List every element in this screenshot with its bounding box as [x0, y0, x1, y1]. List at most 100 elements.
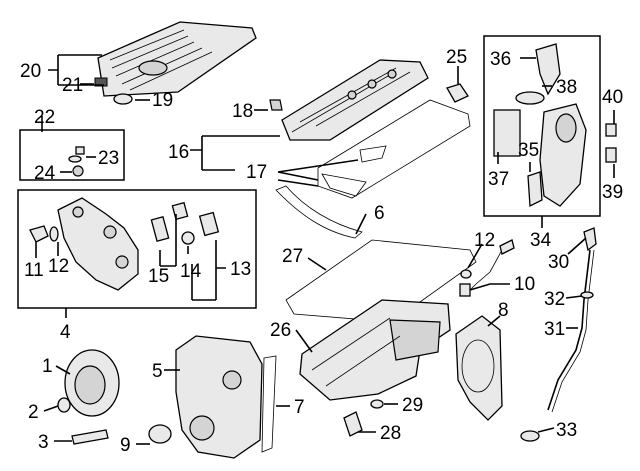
callout-17: 17 [246, 162, 267, 183]
seal-12 [49, 226, 59, 242]
callout-8: 8 [498, 300, 509, 321]
callout-2: 2 [28, 402, 39, 423]
crank-pulley [64, 349, 120, 417]
callout-6: 6 [374, 203, 385, 224]
callout-22: 22 [34, 107, 55, 128]
callout-39: 39 [602, 182, 623, 203]
oil-pan [299, 299, 451, 401]
timing-case [175, 335, 263, 459]
callout-11: 11 [24, 260, 44, 281]
timing-gasket-7 [261, 355, 277, 453]
tube-oring [520, 430, 540, 442]
callout-35: 35 [518, 140, 539, 161]
leader-16 [190, 135, 280, 171]
callout-28: 28 [380, 423, 401, 444]
vanos-unit [57, 197, 139, 291]
callout-18: 18 [232, 101, 253, 122]
callout-33: 33 [556, 420, 577, 441]
callout-21: 21 [62, 75, 83, 96]
callout-19: 19 [152, 90, 173, 111]
callout-9: 9 [120, 435, 131, 456]
leader-10 [469, 283, 510, 291]
oil-pan-gasket [285, 239, 477, 323]
sensor-wire [465, 249, 503, 295]
callout-30: 30 [548, 252, 569, 273]
filter-element-37 [493, 109, 521, 157]
upper-gasket [275, 185, 363, 239]
oring-38 [515, 91, 545, 105]
spark-plug-seals [359, 145, 387, 163]
plug-39 [605, 147, 617, 163]
bolt-40 [605, 123, 617, 137]
callout-12-right: 12 [474, 230, 495, 251]
spark-plug-seals-2 [321, 173, 367, 197]
callout-32: 32 [544, 289, 565, 310]
callout-15: 15 [148, 266, 169, 287]
callout-10: 10 [514, 274, 535, 295]
filter-cap-36 [535, 43, 561, 96]
callout-20: 20 [20, 61, 41, 82]
gasket-35 [527, 171, 543, 208]
leader-13 [191, 240, 226, 301]
leader-12b [467, 243, 483, 269]
callout-14: 14 [180, 261, 202, 282]
callout-7: 7 [294, 397, 305, 418]
drain-plug [343, 411, 363, 437]
leader-32 [565, 295, 583, 299]
callout-3: 3 [38, 432, 49, 453]
spring-15b [171, 201, 189, 221]
seal-14 [181, 231, 195, 245]
filter-housing [539, 103, 587, 207]
callout-37: 37 [488, 169, 509, 190]
leader-6 [355, 213, 367, 235]
seal-9 [148, 424, 172, 444]
leader-30 [567, 237, 587, 255]
sensor-oring [460, 269, 472, 279]
cover-sensor [269, 99, 283, 111]
sensor-plug [499, 239, 515, 255]
leader-8 [487, 315, 501, 327]
leader-15 [159, 214, 177, 267]
callout-23: 23 [98, 148, 119, 169]
cover-grommet [113, 93, 133, 105]
callout-36: 36 [490, 49, 511, 70]
callout-29: 29 [402, 395, 423, 416]
leader-26 [295, 329, 313, 353]
leader-27 [307, 257, 327, 271]
callout-4: 4 [60, 322, 71, 343]
drain-washer [370, 399, 384, 409]
pulley-washer [57, 397, 71, 413]
dipstick-oring [580, 291, 594, 299]
engine-cover [97, 21, 257, 97]
leader-1 [55, 365, 71, 375]
dipstick-handle [583, 227, 597, 252]
oil-filler-cap [446, 83, 469, 103]
leader-2 [43, 405, 59, 412]
leader-20 [48, 54, 104, 86]
callout-40: 40 [602, 87, 623, 108]
plug-24 [72, 165, 84, 177]
rear-main-seal [455, 315, 503, 421]
callout-25: 25 [446, 47, 467, 68]
callout-24: 24 [34, 163, 56, 184]
sensor-13 [198, 211, 220, 237]
callout-16: 16 [168, 142, 189, 163]
cover-clip [94, 77, 108, 87]
callout-5: 5 [152, 361, 163, 382]
callout-38: 38 [556, 77, 577, 98]
callout-26: 26 [270, 320, 291, 341]
leader-17 [277, 159, 359, 187]
seal-23 [68, 155, 82, 163]
callout-12-left: 12 [48, 256, 69, 277]
spring-15a [150, 216, 170, 242]
callout-1: 1 [42, 356, 53, 377]
box-4-frame [17, 189, 257, 309]
callout-31: 31 [544, 319, 565, 340]
oil-level-sensor [459, 283, 471, 297]
callout-27: 27 [282, 246, 303, 267]
solenoid-11 [29, 225, 49, 243]
callout-13: 13 [230, 259, 251, 280]
callout-34: 34 [530, 230, 552, 251]
box-22-frame [19, 129, 125, 181]
